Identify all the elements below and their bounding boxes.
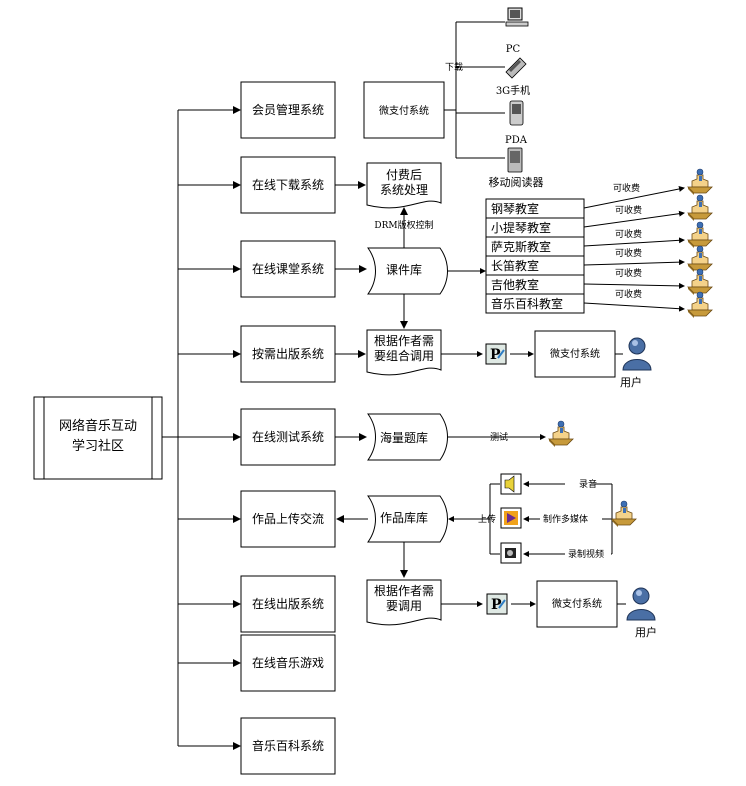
classroom-item: 音乐百科教室 xyxy=(491,296,563,311)
classroom-item: 长笛教室 xyxy=(491,258,539,273)
fee-label: 可收费 xyxy=(615,204,642,216)
root-node: 网络音乐互动 学习社区 xyxy=(33,396,163,480)
svg-text:海量题库: 海量题库 xyxy=(380,430,428,445)
device-label: 3G手机 xyxy=(496,84,530,97)
test-label: 测试 xyxy=(490,431,508,443)
works-library: 作品库库 xyxy=(367,495,448,543)
system-music-game: 在线音乐游戏 xyxy=(240,634,336,692)
micropay-box-download: 微支付系统 xyxy=(363,81,445,139)
courseware-library: 课件库 xyxy=(367,247,448,295)
pc-icon xyxy=(505,7,529,27)
learner-icon xyxy=(687,221,713,249)
learner-icon xyxy=(687,194,713,222)
works-combine-node: 根据作者需 要调用 xyxy=(366,579,442,626)
system-works-upload: 作品上传交流 xyxy=(240,490,336,548)
svg-text:要调用: 要调用 xyxy=(386,599,422,613)
system-label: 在线出版系统 xyxy=(252,597,324,611)
fee-label: 可收费 xyxy=(615,247,642,259)
svg-text:微支付系统: 微支付系统 xyxy=(379,104,429,117)
root-title-line2: 学习社区 xyxy=(72,438,124,454)
micropay-box-works: 微支付系统 xyxy=(536,580,618,628)
pda-icon xyxy=(509,100,524,126)
svg-text:要组合调用: 要组合调用 xyxy=(374,348,434,363)
download-label: 下载 xyxy=(445,61,463,73)
learner-icon xyxy=(687,291,713,319)
user-label: 用户 xyxy=(620,375,642,389)
system-label: 作品上传交流 xyxy=(252,511,324,526)
system-publish-on-demand: 按需出版系统 xyxy=(240,325,336,383)
fee-label: 可收费 xyxy=(613,182,640,194)
learner-icon xyxy=(687,168,713,196)
svg-text:付费后: 付费后 xyxy=(386,168,422,182)
drm-label: DRM版权控制 xyxy=(374,219,433,231)
publisher-icon xyxy=(485,343,507,365)
classroom-item: 钢琴教室 xyxy=(491,201,539,216)
speaker-icon xyxy=(500,473,522,495)
classroom-list: 钢琴教室 小提琴教室 萨克斯教室 长笛教室 吉他教室 音乐百科教室 xyxy=(485,198,585,314)
paid-processing-node: 付费后 系统处理 xyxy=(366,162,442,209)
device-label: PC xyxy=(506,44,521,55)
publisher-icon xyxy=(486,593,508,615)
phone-icon xyxy=(505,57,527,79)
learner-icon xyxy=(548,420,574,448)
system-label: 在线音乐游戏 xyxy=(252,655,324,670)
svg-text:课件库: 课件库 xyxy=(386,262,422,277)
action-label: 录制视频 xyxy=(568,548,604,560)
system-member: 会员管理系统 xyxy=(240,81,336,139)
classroom-item: 小提琴教室 xyxy=(491,220,551,235)
svg-text:根据作者需: 根据作者需 xyxy=(374,334,434,348)
learner-icon xyxy=(687,268,713,296)
svg-text:作品库库: 作品库库 xyxy=(380,510,428,525)
classroom-item: 萨克斯教室 xyxy=(491,239,551,254)
system-label: 音乐百科系统 xyxy=(252,738,324,753)
svg-text:系统处理: 系统处理 xyxy=(380,183,428,197)
classroom-item: 吉他教室 xyxy=(491,277,539,292)
system-label: 会员管理系统 xyxy=(252,102,324,117)
action-label: 录音 xyxy=(579,478,597,490)
system-testing: 在线测试系统 xyxy=(240,408,336,466)
system-online-publishing: 在线出版系统 xyxy=(240,575,336,633)
upload-label: 上传 xyxy=(478,513,496,525)
question-bank: 海量题库 xyxy=(367,413,448,461)
multimedia-icon xyxy=(500,507,522,529)
system-classroom: 在线课堂系统 xyxy=(240,240,336,298)
user-icon xyxy=(622,337,652,371)
svg-text:微支付系统: 微支付系统 xyxy=(552,597,602,610)
ebook-reader-icon xyxy=(507,147,523,173)
device-label: 移动阅读器 xyxy=(489,175,544,189)
micropay-box-publish: 微支付系统 xyxy=(534,330,616,378)
system-label: 在线下载系统 xyxy=(252,178,324,192)
combine-node: 根据作者需 要组合调用 xyxy=(366,329,442,376)
fee-label: 可收费 xyxy=(615,288,642,300)
user-label: 用户 xyxy=(635,625,657,639)
system-label: 在线课堂系统 xyxy=(252,262,324,276)
root-title-line1: 网络音乐互动 xyxy=(59,418,137,434)
user-icon xyxy=(626,587,656,621)
fee-label: 可收费 xyxy=(615,228,642,240)
system-download: 在线下载系统 xyxy=(240,156,336,214)
system-label: 在线测试系统 xyxy=(252,429,324,444)
system-label: 按需出版系统 xyxy=(252,347,324,361)
action-label: 制作多媒体 xyxy=(543,513,588,525)
video-icon xyxy=(500,542,522,564)
svg-text:微支付系统: 微支付系统 xyxy=(550,347,600,360)
system-encyclopedia: 音乐百科系统 xyxy=(240,717,336,775)
creator-icon xyxy=(611,500,637,528)
learner-icon xyxy=(687,245,713,273)
fee-label: 可收费 xyxy=(615,267,642,279)
svg-text:根据作者需: 根据作者需 xyxy=(374,584,434,598)
device-label: PDA xyxy=(505,135,528,146)
